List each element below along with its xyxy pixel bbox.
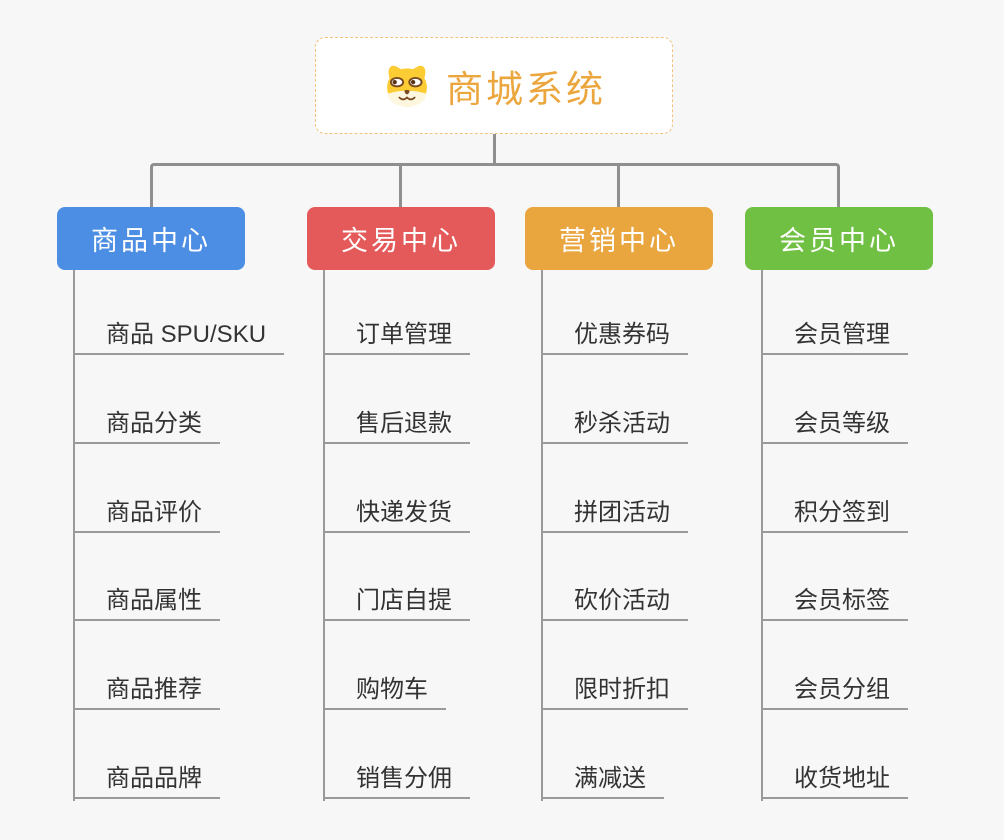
trunk-line-trade: [323, 270, 325, 801]
node-item-full-reduction[interactable]: 满减送: [541, 761, 664, 799]
root-stem-line: [493, 134, 496, 165]
node-item-member-tag[interactable]: 会员标签: [761, 583, 908, 621]
node-item-express-shipping[interactable]: 快递发货: [323, 495, 470, 533]
node-item-product-category[interactable]: 商品分类: [73, 406, 220, 444]
branch-node-marketing[interactable]: 营销中心: [525, 207, 713, 270]
dog-face-icon: [387, 65, 427, 107]
node-item-aftersale-refund[interactable]: 售后退款: [323, 406, 470, 444]
node-item-coupon-code[interactable]: 优惠券码: [541, 317, 688, 355]
branch-bracket-line: [150, 163, 840, 207]
node-item-group-buy[interactable]: 拼团活动: [541, 495, 688, 533]
branch-node-member[interactable]: 会员中心: [745, 207, 933, 270]
node-item-order-management[interactable]: 订单管理: [323, 317, 470, 355]
node-item-member-level[interactable]: 会员等级: [761, 406, 908, 444]
root-title: 商城系统: [446, 68, 606, 110]
node-item-points-checkin[interactable]: 积分签到: [761, 495, 908, 533]
node-item-member-management[interactable]: 会员管理: [761, 317, 908, 355]
drop-line-trade: [399, 165, 402, 207]
trunk-line-marketing: [541, 270, 543, 801]
node-item-store-pickup[interactable]: 门店自提: [323, 583, 470, 621]
root-node[interactable]: 商城系统: [315, 37, 673, 134]
node-item-product-recommend[interactable]: 商品推荐: [73, 672, 220, 710]
node-item-product-brand[interactable]: 商品品牌: [73, 761, 220, 799]
node-item-shipping-address[interactable]: 收货地址: [761, 761, 908, 799]
node-item-sales-commission[interactable]: 销售分佣: [323, 761, 470, 799]
node-item-flash-sale[interactable]: 秒杀活动: [541, 406, 688, 444]
branch-node-trade[interactable]: 交易中心: [307, 207, 495, 270]
node-item-product-spu-sku[interactable]: 商品 SPU/SKU: [73, 317, 285, 355]
trunk-line-member: [761, 270, 763, 801]
trunk-line-product: [73, 270, 75, 801]
node-item-limited-time-discount[interactable]: 限时折扣: [541, 672, 688, 710]
node-item-product-review[interactable]: 商品评价: [73, 495, 220, 533]
node-item-bargain-activity[interactable]: 砍价活动: [541, 583, 688, 621]
node-item-shopping-cart[interactable]: 购物车: [323, 672, 446, 710]
node-item-product-attribute[interactable]: 商品属性: [73, 583, 220, 621]
node-item-member-group[interactable]: 会员分组: [761, 672, 908, 710]
branch-node-product[interactable]: 商品中心: [57, 207, 245, 270]
drop-line-marketing: [617, 165, 620, 207]
